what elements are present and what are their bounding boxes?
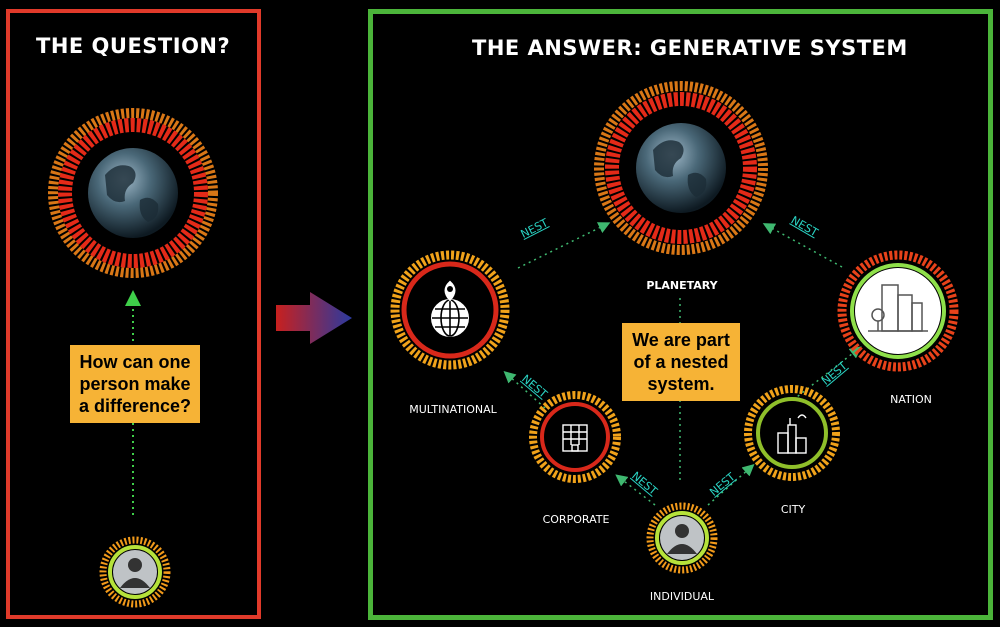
answer-callout: We are part of a nested system. [622, 323, 740, 401]
question-title: THE QUESTION? [36, 34, 231, 58]
question-callout: How can one person make a difference? [70, 345, 200, 423]
answer-panel [368, 9, 993, 620]
connector-nation-planetary [762, 223, 843, 268]
connector-individual-corporate [615, 474, 656, 506]
question-line-1: How can one [79, 352, 191, 372]
answer-line-1: We are part [632, 330, 730, 350]
factory-icon [777, 414, 807, 454]
label-planetary: PLANETARY [646, 279, 718, 292]
answer-title: THE ANSWER: GENERATIVE SYSTEM [472, 36, 908, 60]
label-multinational: MULTINATIONAL [409, 403, 497, 416]
person-icon [660, 516, 704, 560]
office-building-icon [562, 424, 588, 452]
connector-multinational-planetary [517, 222, 611, 269]
person-icon [113, 550, 157, 594]
question-panel [6, 9, 261, 619]
connector-city-nation [792, 346, 862, 401]
label-corporate: CORPORATE [542, 513, 610, 526]
label-nation: NATION [890, 393, 932, 406]
answer-line-3: system. [647, 374, 715, 394]
label-city: CITY [780, 503, 806, 516]
city-skyline-icon [868, 284, 928, 332]
globe-icon [88, 148, 178, 238]
answer-line-2: of a nested [633, 352, 729, 372]
connector-corporate-multinational [503, 371, 546, 409]
globe-icon [636, 123, 726, 213]
location-globe-icon [431, 280, 469, 337]
transition-arrow [276, 292, 352, 344]
question-line-3: a difference? [78, 396, 192, 416]
label-individual: INDIVIDUAL [649, 590, 715, 603]
question-line-2: person make [79, 374, 191, 394]
